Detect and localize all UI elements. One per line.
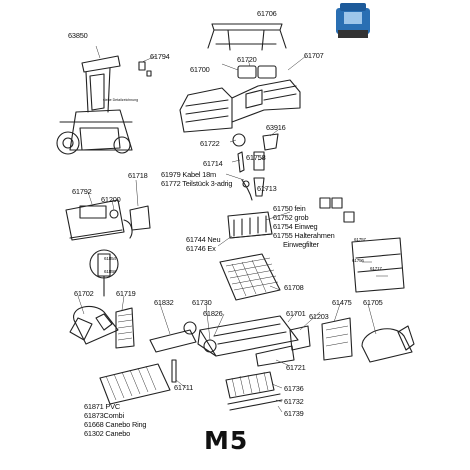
top-housing <box>179 79 301 133</box>
label-63850: 63850 <box>68 31 88 40</box>
part-63916 <box>262 133 279 151</box>
label-61754: 61754 Einweg <box>273 222 318 231</box>
label-61200: 61200 <box>101 195 121 204</box>
label-61707: 61707 <box>304 51 324 60</box>
label-61739: 61739 <box>284 409 304 418</box>
label-einwegfilter: Einwegfilter <box>283 240 319 249</box>
label-63916: 63916 <box>266 123 286 132</box>
drive-track-right <box>321 317 415 363</box>
model-title: M5 <box>204 426 249 455</box>
label-61719: 61719 <box>116 289 136 298</box>
part-61721 <box>255 345 295 367</box>
label-61746: 61746 Ex <box>186 244 216 253</box>
label-61714: 61714 <box>203 159 223 168</box>
label-61979: 61979 Kabel 18m <box>161 170 216 179</box>
part-61794 <box>138 61 146 71</box>
label-61758: 61758 <box>246 153 266 162</box>
label-61794: 61794 <box>150 52 170 61</box>
label-61750: 61750 fein <box>273 204 306 213</box>
label-61700: 61700 <box>190 65 210 74</box>
label-61721: 61721 <box>286 363 306 372</box>
label-61772: 61772 Teilstück 3-adrig <box>161 179 233 188</box>
label-61732: 61732 <box>284 397 304 406</box>
part-61714 <box>237 151 245 173</box>
part-61200 <box>109 209 119 219</box>
label-61713: 61713 <box>257 184 277 193</box>
caddy-cart <box>56 55 133 155</box>
part-61832 <box>149 329 197 353</box>
part-61758 <box>253 151 265 171</box>
label-61755: 61755 Halterahmen <box>273 231 335 240</box>
robot-photo <box>336 3 370 38</box>
label-61744: 61744 Neu <box>186 235 221 244</box>
brush-roller <box>99 363 171 405</box>
label-61717: 61717 <box>370 266 382 271</box>
label-61475: 61475 <box>332 298 352 307</box>
filter-panel-61708 <box>219 253 281 301</box>
leader-lines <box>77 45 377 413</box>
label-61720: 61720 <box>237 55 257 64</box>
label-61722: 61722 <box>200 139 220 148</box>
part-61794b <box>146 70 152 77</box>
power-supply-61792 <box>65 199 133 241</box>
label-61826: 61826 <box>203 309 223 318</box>
axle-61711 <box>171 359 177 383</box>
label-61756: 61756 <box>352 258 364 263</box>
label-61873: 61873Combi <box>84 411 124 420</box>
float-61720 <box>237 65 257 79</box>
part-61732 <box>227 393 281 405</box>
filter-basket-61744 <box>227 211 273 239</box>
label-61668: 61668 Canebo Ring <box>84 420 147 429</box>
part-61203 <box>289 325 311 351</box>
label-61708: 61708 <box>284 283 304 292</box>
label-61203: 61203 <box>309 312 329 321</box>
part-61718 <box>129 205 151 231</box>
side-panel-detail <box>351 237 405 293</box>
label-detail-drawing: siehe Detailzeichnung <box>103 98 139 102</box>
part-61722 <box>232 133 246 147</box>
label-61752: 61752 grob <box>273 213 309 222</box>
label-61792: 61792 <box>72 187 92 196</box>
label-61757: 61757 <box>354 237 366 242</box>
handle-61706 <box>207 23 287 51</box>
label-61718: 61718 <box>128 171 148 180</box>
label-61706: 61706 <box>257 9 277 18</box>
base-chassis-61701 <box>197 315 299 357</box>
label-61711: 61711 <box>174 383 194 392</box>
drive-track-left <box>69 305 135 349</box>
label-61705: 61705 <box>363 298 383 307</box>
label-61701: 61701 <box>286 309 306 318</box>
label-61730: 61730 <box>192 298 212 307</box>
label-61736: 61736 <box>284 384 304 393</box>
label-61832: 61832 <box>154 298 174 307</box>
label-61702: 61702 <box>74 289 94 298</box>
part-61750 <box>319 197 331 209</box>
label-61858: 61858 <box>104 269 116 274</box>
part-61730 <box>183 321 197 335</box>
label-61871: 61871 PVC <box>84 402 121 411</box>
label-61302: 61302 Canebo <box>84 429 131 438</box>
label-61854: 61854 <box>104 256 116 261</box>
brush-61736 <box>225 371 275 399</box>
